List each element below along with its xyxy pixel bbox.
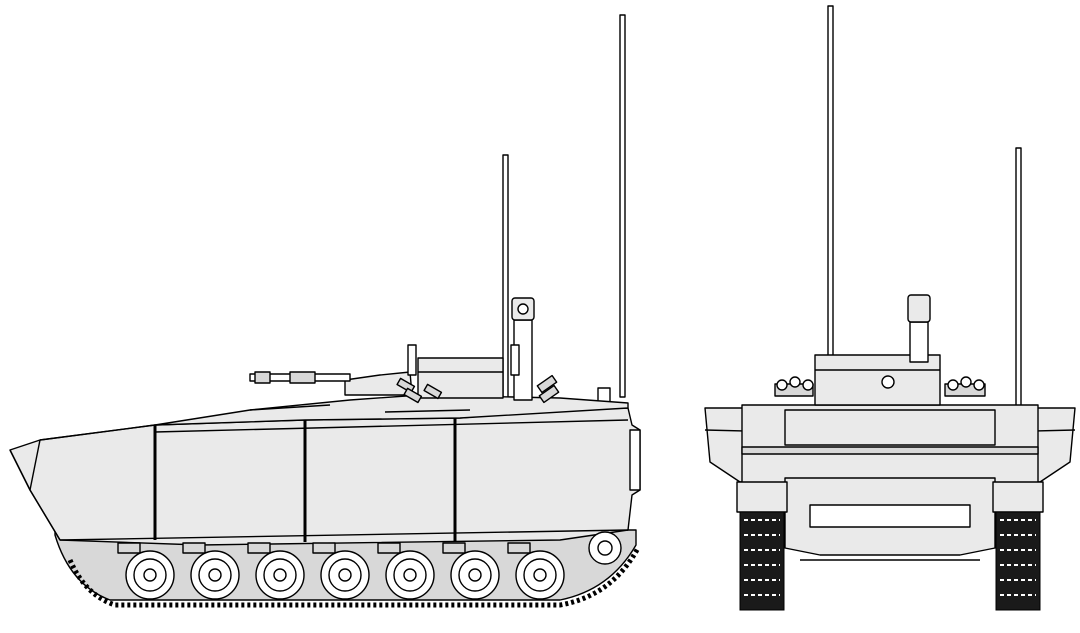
front-right-track — [992, 481, 1044, 611]
turret-mount — [344, 371, 413, 396]
front-sight-head — [907, 294, 931, 323]
road-wheel — [507, 542, 565, 600]
cannon-muzzle — [881, 375, 895, 389]
road-wheel — [312, 542, 370, 600]
front-smoke-launchers — [776, 376, 985, 391]
road-wheel — [117, 542, 175, 600]
idler-wheel — [588, 531, 622, 565]
side-turret — [154, 297, 629, 426]
front-view — [704, 5, 1076, 611]
side-road-wheels — [117, 531, 622, 600]
road-wheel — [377, 542, 435, 600]
front-left-track — [736, 481, 788, 611]
road-wheel — [247, 542, 305, 600]
front-antenna-tall — [827, 5, 834, 367]
hull-body — [9, 407, 641, 546]
side-hull — [9, 387, 641, 546]
front-antenna-short — [1015, 147, 1022, 409]
front-turret — [814, 354, 941, 406]
road-wheel — [442, 542, 500, 600]
side-view — [9, 14, 641, 608]
front-bumper — [809, 504, 971, 528]
side-antenna-tall — [619, 14, 626, 398]
side-antenna-short — [502, 154, 509, 406]
smoke-launchers — [396, 374, 560, 404]
road-wheel — [182, 542, 240, 600]
front-sight-mast — [909, 321, 929, 363]
